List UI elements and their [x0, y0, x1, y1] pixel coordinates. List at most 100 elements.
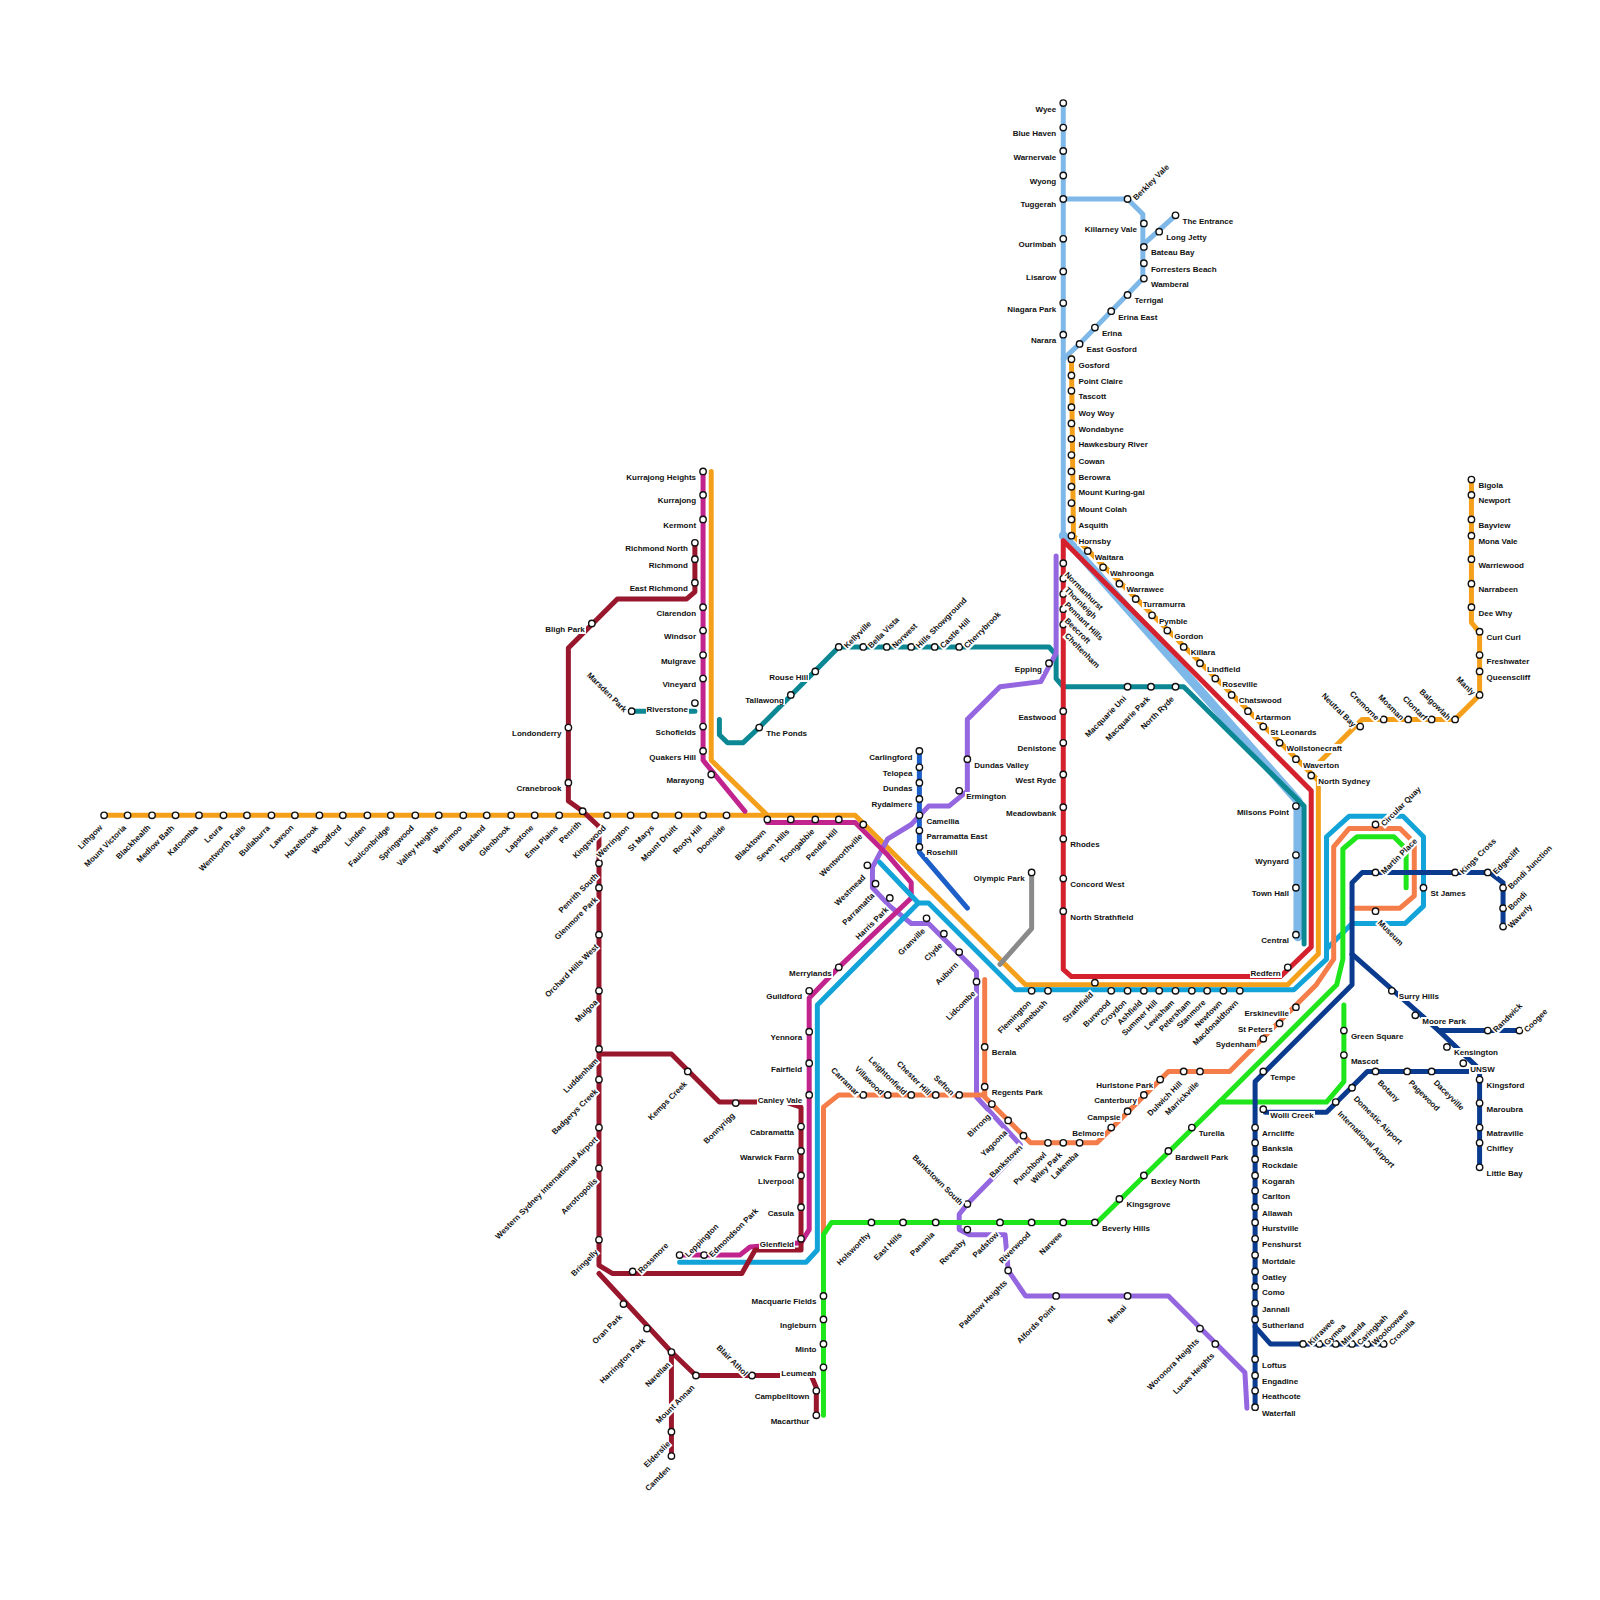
station-label-holder: Meadowbank: [1005, 803, 1059, 819]
rail-line: [872, 556, 1246, 1408]
station-label: Bonnyrigg: [701, 1110, 737, 1146]
station-dot: [806, 988, 812, 994]
station-dot: [1252, 1236, 1258, 1242]
station-label: St James: [1429, 889, 1466, 898]
station-dot: [692, 700, 698, 706]
station-dot: [1468, 604, 1474, 610]
station-label-holder: Riverwood: [992, 1224, 1034, 1266]
station-label: Campsie: [1086, 1113, 1121, 1122]
station-label-holder: Narrabeen: [1477, 579, 1520, 595]
station-dot: [1028, 1219, 1034, 1225]
station-dot: [1212, 1341, 1218, 1347]
rail-line: [680, 816, 1424, 1262]
station-dot: [1156, 228, 1162, 234]
station-label: Gordon: [1173, 632, 1204, 641]
station-dot: [956, 1092, 962, 1098]
station-label: Blair Athol: [714, 1342, 750, 1378]
station-label-holder: Arncliffe: [1261, 1123, 1297, 1139]
station-label-holder: Olympic Park: [972, 868, 1027, 884]
station-label-holder: Macquarie Uni: [1078, 689, 1130, 741]
station-label-holder: Sydenham: [1215, 1034, 1259, 1050]
station-label: Sutherland: [1261, 1321, 1305, 1330]
station-dot: [956, 949, 962, 955]
station-dot: [1124, 684, 1130, 690]
station-label: Bardwell Park: [1174, 1153, 1229, 1162]
station-label-holder: Fairfield: [770, 1059, 805, 1075]
station-label: Cowan: [1077, 457, 1105, 466]
station-label-holder: Lindfield: [1206, 659, 1243, 675]
station-label-holder: Mount Kuring-gai: [1077, 482, 1147, 498]
station-label-holder: Riverstone: [646, 699, 691, 715]
station-dot: [798, 1236, 804, 1242]
station-label-holder: Erina East: [1117, 307, 1160, 323]
station-label-holder: Richmond North: [624, 538, 690, 554]
station-label: Hurlstone Park: [1095, 1081, 1154, 1090]
station-label: Badgerys Creek: [549, 1086, 600, 1137]
station-label: Macarthur: [770, 1417, 811, 1426]
station-dot: [1389, 988, 1395, 994]
station-dot: [964, 1226, 970, 1232]
station-label-holder: Orchard Hills West: [538, 937, 602, 1001]
station-dot: [1092, 979, 1098, 985]
station-label: Kurrajong Heights: [625, 473, 697, 482]
station-label-holder: Blair Athol: [713, 1338, 755, 1380]
station-label: Dundas Valley: [973, 761, 1029, 770]
station-label: Bateau Bay: [1150, 248, 1196, 257]
station-label: Sefton: [932, 1073, 957, 1098]
station-label: Erina East: [1117, 313, 1158, 322]
station-label: Como: [1261, 1288, 1286, 1297]
station-dot: [916, 796, 922, 802]
station-label-holder: Lisarow: [1025, 267, 1059, 283]
station-dot: [1060, 148, 1066, 154]
station-label-holder: Terrigal: [1134, 290, 1166, 306]
station-label-holder: Carlton: [1261, 1186, 1292, 1202]
station-label-holder: Allawah: [1261, 1203, 1295, 1219]
station-label: Hurstville: [1261, 1224, 1299, 1233]
station-label-holder: Waitara: [1094, 547, 1126, 563]
station-label: Cranebrook: [515, 784, 562, 793]
station-label-holder: East Hills: [867, 1224, 907, 1264]
station-dot: [1468, 492, 1474, 498]
station-label: Ingleburn: [779, 1321, 817, 1330]
station-dot: [1476, 652, 1482, 658]
station-label-holder: Yennora: [770, 1027, 805, 1043]
station-dot: [788, 692, 794, 698]
station-dot: [604, 812, 610, 818]
station-dot: [723, 812, 729, 818]
station-dot: [989, 1101, 995, 1107]
station-label-holder: Circular Quay: [1374, 779, 1425, 830]
rail-line: [1061, 103, 1066, 539]
station-label: Fairfield: [770, 1065, 803, 1074]
station-dot: [1172, 684, 1178, 690]
station-label: Alfords Point: [1014, 1303, 1057, 1346]
station-label-holder: Central: [1260, 930, 1291, 946]
station-label: Warriewood: [1477, 561, 1524, 570]
station-label: Marsden Park: [585, 670, 630, 715]
station-dot: [1068, 356, 1074, 362]
station-label: Kingsford: [1486, 1081, 1526, 1090]
station-label: Londonderry: [511, 729, 562, 738]
station-dot: [388, 812, 394, 818]
station-label-holder: Green Square: [1350, 1026, 1406, 1042]
station-label-holder: Point Claire: [1077, 371, 1125, 387]
station-label-holder: Maroubra: [1486, 1099, 1526, 1115]
station-label: Loftus: [1261, 1361, 1287, 1370]
station-label: Wollstonecraft: [1286, 744, 1343, 753]
station-dot: [1060, 875, 1066, 881]
station-label: Killara: [1190, 648, 1216, 657]
station-label: Riverwood: [996, 1229, 1033, 1266]
station-label: Killarney Vale: [1084, 225, 1138, 234]
station-dot: [1197, 1325, 1203, 1331]
rail-line: [719, 647, 1304, 944]
station-dot: [1108, 1124, 1114, 1130]
station-label-holder: Gosford: [1077, 355, 1112, 371]
station-label-holder: Rydalmere: [870, 794, 914, 810]
station-label: Wyong: [1029, 177, 1058, 186]
station-label: Wynyard: [1254, 857, 1290, 866]
station-label-holder: UNSW: [1469, 1059, 1497, 1075]
station-label: Mulgrave: [660, 657, 697, 666]
station-label: Hawkesbury River: [1077, 440, 1148, 449]
station-dot: [1060, 836, 1066, 842]
station-dot: [1252, 1284, 1258, 1290]
station-dot: [1116, 1196, 1122, 1202]
